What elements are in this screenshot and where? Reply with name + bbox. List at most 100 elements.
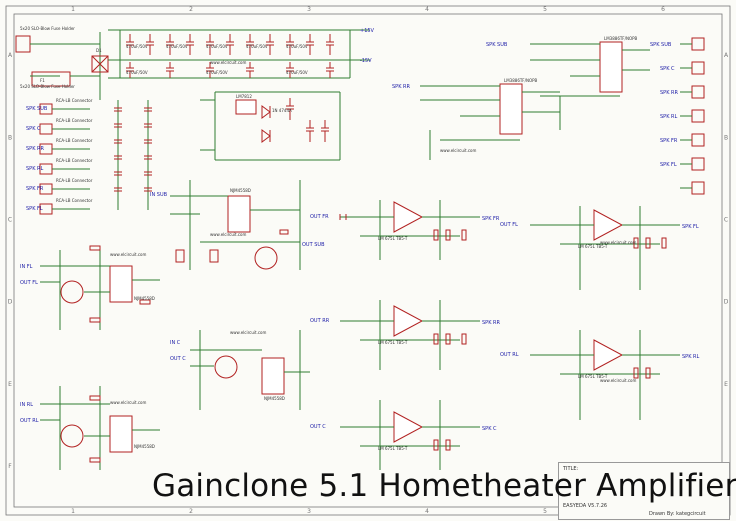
frame-row-label: D	[724, 299, 729, 306]
frame-column-label: 4	[425, 508, 429, 515]
net-label: OUT C	[310, 424, 326, 430]
capacitor-ladder	[114, 100, 152, 210]
cap-value: 470uF/50V	[206, 44, 228, 49]
cap-value: 470uF/50V	[166, 44, 188, 49]
watermark-text: www.elcircuit.com	[600, 240, 636, 245]
regulator-ref: LM7812	[236, 94, 252, 99]
cap-value: 470uF/50V	[286, 70, 308, 75]
cap-value: 470uF/50V	[286, 44, 308, 49]
net-label: SPK C	[26, 126, 41, 132]
frame-column-labels: 112233445566	[71, 6, 665, 515]
preamp-opamp: NJM4558D	[264, 396, 285, 401]
fuse-label: 5x20 SLO-Blow Fuse Holder	[20, 26, 75, 31]
watermark-text: www.elcircuit.com	[110, 400, 146, 405]
watermark-text: www.elcircuit.com	[600, 378, 636, 383]
opamp-part: LM 675L TB5-T	[378, 236, 408, 241]
frame-column-label: 1	[71, 6, 75, 13]
net-label: SPK FL	[682, 224, 699, 230]
preamp-stage-c	[190, 330, 310, 410]
opamp-part: LM 675L TB5-T	[378, 446, 408, 451]
frame-row-label: A	[724, 52, 729, 59]
watermark-text: www.elcircuit.com	[230, 330, 266, 335]
connector-label: RCA-LB Connector	[56, 98, 93, 103]
frame-row-label: A	[8, 52, 13, 59]
net-label: SPK FR	[660, 138, 678, 144]
connector-label: RCA-LB Connector	[56, 158, 93, 163]
component-refs: 5x20 SLO-Blow Fuse Holder 5x20 SLO-Blow …	[20, 26, 638, 451]
net-label: SPK RR	[482, 320, 501, 326]
net-label: OUT FL	[20, 280, 38, 286]
ic-part: LM3886TF/NOPB	[504, 78, 538, 83]
net-label: IN C	[170, 340, 181, 346]
title-block-drawn-by: Drawn By: kategcircuit	[649, 511, 706, 517]
ic-part: LM3886TF/NOPB	[604, 36, 638, 41]
net-label: IN FL	[20, 264, 33, 270]
fuse-label: 5x20 SLO-Blow Fuse Holder	[20, 84, 75, 89]
frame-column-label: 3	[307, 6, 311, 13]
ic-u1-block	[530, 41, 650, 130]
net-label: +15V	[360, 28, 375, 34]
frame-column-label: 3	[307, 508, 311, 515]
net-label: IN SUB	[150, 192, 168, 198]
connector-label: RCA-LB Connector	[56, 178, 93, 183]
power-stage-rr	[340, 300, 480, 370]
net-label: SPK FL	[660, 162, 677, 168]
power-stage-rl	[530, 330, 680, 420]
frame-column-label: 6	[661, 6, 665, 13]
net-label: SPK RL	[26, 166, 44, 172]
page-title: Gainclone 5.1 Hometheater Amplifier	[152, 468, 736, 504]
watermark-text: www.elcircuit.com	[210, 60, 246, 65]
speaker-terminal-column	[680, 37, 705, 195]
net-label: OUT C	[170, 356, 186, 362]
net-labels: +15V -15V SPK SUB SPK C SPK RR SPK RL SP…	[20, 28, 700, 432]
preamp-stage-sub	[170, 180, 301, 270]
net-label: OUT FL	[500, 222, 518, 228]
watermark-text: www.elcircuit.com	[110, 252, 146, 257]
frame-row-label: C	[724, 216, 728, 223]
frame-row-labels: AABBCCDDEEFF	[8, 52, 729, 470]
frame-column-label: 1	[71, 508, 75, 515]
net-label: OUT FR	[310, 214, 329, 220]
frame-row-label: B	[724, 134, 728, 141]
net-label: SPK FR	[26, 186, 44, 192]
drawn-by-name: kategcircuit	[676, 511, 706, 517]
net-label: OUT RL	[20, 418, 39, 424]
frame-column-label: 4	[425, 6, 429, 13]
cap-value: 470uF/50V	[206, 70, 228, 75]
net-label: IN RL	[20, 402, 33, 408]
preamp-opamp: NJM4558D	[230, 188, 251, 193]
frame-column-label: 2	[189, 508, 193, 515]
frame-row-label: C	[8, 216, 12, 223]
net-label: SPK RR	[660, 90, 679, 96]
preamp-stage-rl	[40, 386, 160, 470]
frame-outer	[5, 5, 731, 516]
drawn-by-label: Drawn By:	[649, 511, 675, 517]
cap-value: 470uF/50V	[126, 70, 148, 75]
net-label: SPK FL	[26, 206, 43, 212]
frame-column-label: 5	[543, 6, 547, 13]
title-block: TITLE: EASYEDA V5.7.26 Drawn By: kategci…	[558, 462, 730, 520]
net-label: OUT RR	[310, 318, 330, 324]
connector-label: RCA-LB Connector	[56, 198, 93, 203]
frame-row-label: E	[724, 381, 728, 388]
title-block-title-label: TITLE:	[563, 466, 579, 472]
net-label: SPK SUB	[650, 42, 672, 48]
net-label: OUT RL	[500, 352, 519, 358]
frame-row-label: E	[8, 381, 12, 388]
net-label: SPK SUB	[486, 42, 508, 48]
preamp-opamp: NJM4558D	[134, 444, 155, 449]
power-stage-fl	[530, 206, 680, 290]
frame-row-label: D	[8, 299, 13, 306]
frame-column-label: 2	[189, 6, 193, 13]
net-label: SPK RR	[392, 84, 411, 90]
connector-label: RCA-LB Connector	[56, 138, 93, 143]
preamp-opamp: NJM4558D	[134, 296, 155, 301]
net-label: SPK RL	[660, 114, 678, 120]
connector-label: RCA-LB Connector	[56, 118, 93, 123]
power-stage-fr	[339, 200, 480, 260]
net-label: OUT SUB	[302, 242, 325, 248]
watermarks: www.elcircuit.com www.elcircuit.com www.…	[110, 60, 636, 405]
net-label: SPK RR	[26, 146, 45, 152]
input-connectors-column	[39, 103, 90, 215]
